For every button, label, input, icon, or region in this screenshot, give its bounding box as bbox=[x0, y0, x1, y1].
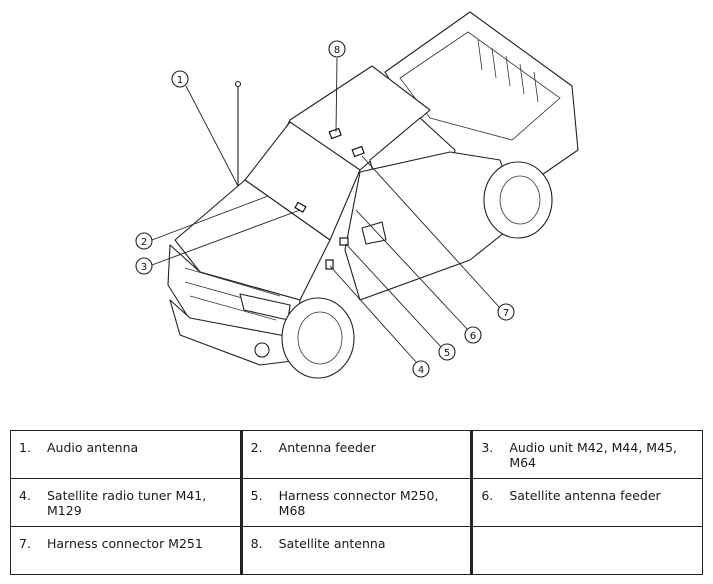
satellite-radio-tuner-marker bbox=[325, 259, 334, 270]
callout-1: 1 bbox=[171, 70, 189, 88]
callout-7: 7 bbox=[497, 303, 515, 321]
callout-7-label: 7 bbox=[503, 308, 509, 319]
leader-lines bbox=[151, 57, 501, 363]
harness-connector-m250-marker bbox=[339, 237, 349, 246]
legend-cell: 2. Antenna feeder bbox=[239, 430, 473, 479]
callout-5-label: 5 bbox=[444, 348, 450, 359]
legend-text: Satellite antenna feeder bbox=[509, 488, 661, 503]
callout-3: 3 bbox=[135, 257, 153, 275]
callout-8-label: 8 bbox=[334, 45, 340, 56]
legend-text: Harness connector M250, M68 bbox=[278, 488, 439, 518]
legend-number: 1. bbox=[19, 440, 31, 455]
callout-6: 6 bbox=[464, 326, 482, 344]
callout-2: 2 bbox=[135, 232, 153, 250]
legend-row: 4. Satellite radio tuner M41, M129 5. Harn… bbox=[10, 478, 703, 527]
legend-number: 6. bbox=[481, 488, 494, 503]
callout-6-label: 6 bbox=[470, 331, 476, 342]
legend-cell: 1. Audio antenna bbox=[10, 430, 242, 479]
legend-text: Satellite antenna bbox=[278, 536, 386, 551]
legend-cell: 4. Satellite radio tuner M41, M129 bbox=[10, 478, 242, 527]
legend-number: 5. bbox=[250, 488, 263, 503]
callout-5: 5 bbox=[438, 343, 456, 361]
legend-number: 2. bbox=[250, 440, 263, 455]
satellite-antenna-feeder-marker bbox=[351, 145, 365, 158]
truck-component-location-diagram: 1 2 3 4 5 6 7 8 bbox=[135, 11, 579, 379]
legend-number: 8. bbox=[250, 536, 263, 551]
callout-3-label: 3 bbox=[141, 262, 147, 273]
callout-4: 4 bbox=[412, 360, 430, 378]
callout-4-label: 4 bbox=[418, 365, 424, 376]
audio-unit-marker bbox=[294, 201, 307, 213]
legend-cell: 6. Satellite antenna feeder bbox=[470, 478, 703, 527]
callout-8: 8 bbox=[328, 40, 346, 58]
component-legend-table: 1. Audio antenna 2. Antenna feeder 3. Audio… bbox=[10, 430, 703, 575]
legend-row: 7. Harness connector M251 8. Satellite ant… bbox=[10, 526, 703, 575]
legend-row: 1. Audio antenna 2. Antenna feeder 3. Audio… bbox=[10, 430, 703, 479]
legend-text: Audio unit M42, M44, M45, M64 bbox=[509, 440, 677, 470]
legend-cell: 8. Satellite antenna bbox=[239, 526, 473, 575]
legend-text: Harness connector M251 bbox=[47, 536, 203, 551]
legend-number: 7. bbox=[19, 536, 31, 551]
legend-number: 4. bbox=[19, 488, 31, 503]
legend-number: 3. bbox=[481, 440, 494, 455]
legend-text: Satellite radio tuner M41, M129 bbox=[47, 488, 207, 518]
legend-cell: 7. Harness connector M251 bbox=[10, 526, 242, 575]
satellite-antenna-marker bbox=[328, 127, 342, 140]
diagram-canvas: 1 2 3 4 5 6 7 8 bbox=[135, 11, 579, 379]
legend-text: Antenna feeder bbox=[278, 440, 376, 455]
legend-cell: 3. Audio unit M42, M44, M45, M64 bbox=[470, 430, 703, 479]
callout-1-label: 1 bbox=[177, 75, 183, 86]
legend-cell: 5. Harness connector M250, M68 bbox=[239, 478, 473, 527]
legend-cell-empty bbox=[470, 526, 703, 575]
component-markers bbox=[294, 127, 365, 270]
pickup-truck-drawing bbox=[167, 11, 579, 379]
callout-2-label: 2 bbox=[141, 237, 147, 248]
legend-text: Audio antenna bbox=[47, 440, 139, 455]
